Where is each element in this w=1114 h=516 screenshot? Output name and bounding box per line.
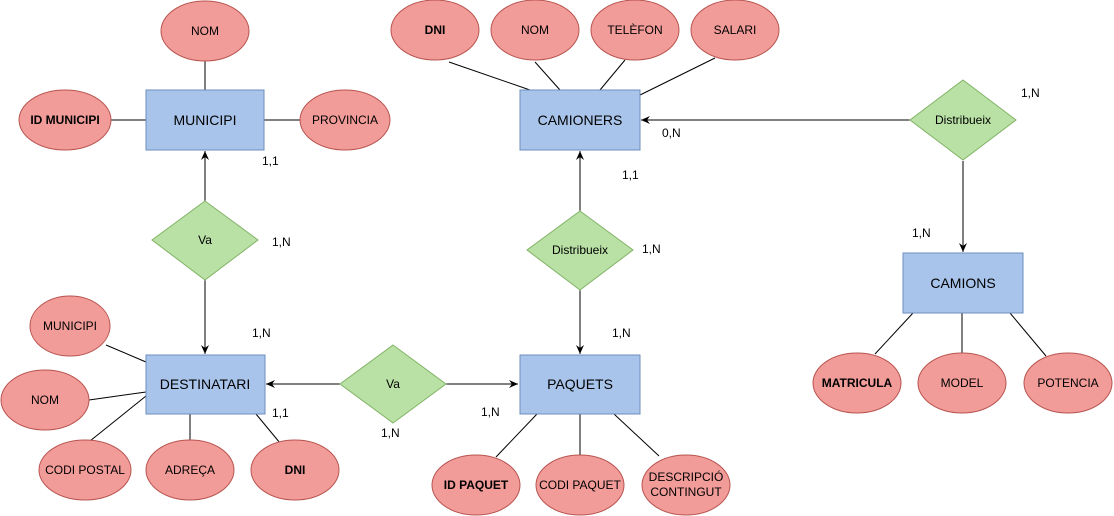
attribute-camioners-dni: DNI [390,0,480,61]
connector-destinatari-nom [88,391,147,401]
attribute-label: SALARI [714,23,757,37]
cardinality-va-municipi: 1,N [272,235,291,249]
connector-paquets-id [495,413,538,458]
attribute-label: NOM [31,393,59,407]
attribute-municipi-id: ID MUNICIPI [18,89,112,151]
entity-label: MUNICIPI [174,112,237,128]
connector-camions-matricula [874,312,914,355]
cardinality-distribueix-paquets: 1,N [642,242,661,256]
attribute-label: DNI [425,23,446,37]
entity-label: CAMIONERS [538,112,623,128]
attribute-municipi-nom: NOM [160,0,250,62]
attribute-camioners-salari: SALARI [690,0,780,61]
cardinality-distribueix-camions: 1,N [1021,86,1040,100]
attribute-label: CODI POSTAL [45,463,125,477]
attribute-label: TELÈFON [607,22,662,37]
relation-label: Distribueix [552,243,608,257]
attribute-label-line-2: CONTINGUT [650,485,722,499]
attribute-label-line-1: DESCRIPCIÓ [649,469,724,484]
attribute-camioners-telefon: TELÈFON [590,0,680,61]
entity-destinatari: DESTINATARI [145,354,266,415]
relation-distribueix-camions: Distribueix [909,79,1017,161]
connector-camioners-salari [635,57,716,98]
entity-paquets: PAQUETS [519,354,641,415]
attribute-destinatari-dni: DNI [250,439,340,501]
cardinality-destinatari-top: 1,N [252,326,271,340]
attribute-label: MODEL [941,376,984,390]
entity-label: DESTINATARI [160,376,251,392]
connector-destinatari-dni [255,413,281,444]
cardinality-camioners-right: 0,N [662,126,681,140]
attribute-label: NOM [521,23,549,37]
relation-distribueix-paquets: Distribueix [526,210,634,291]
attribute-destinatari-adreca: ADREÇA [145,439,235,501]
relation-label: Va [386,377,400,391]
relation-label: Va [198,233,212,247]
attribute-label: DNI [285,463,306,477]
connector-camions-potencia [1009,312,1047,357]
attribute-label: NOM [191,24,219,38]
attribute-label: ADREÇA [165,463,215,477]
attribute-destinatari-nom: NOM [0,369,90,431]
relation-label: Distribueix [935,113,991,127]
connector-paquets-descripcio [613,413,660,457]
relation-va-paquets: Va [339,344,447,424]
cardinality-paquets-left: 1,N [481,405,500,419]
attribute-label: CODI PAQUET [539,478,621,492]
attribute-label: PROVINCIA [312,113,378,127]
attribute-camioners-nom: NOM [490,0,580,61]
relationship-edges [201,116,967,388]
attribute-camions-matricula: MATRICULA [812,352,902,414]
attribute-destinatari-municipi: MUNICIPI [29,295,111,357]
relation-va-municipi: Va [151,200,259,281]
attribute-label: ID PAQUET [444,478,509,492]
connector-destinatari-municipi [105,344,147,363]
attribute-label: POTENCIA [1037,376,1098,390]
cardinality-va-paquets: 1,N [381,426,400,440]
entity-municipi: MUNICIPI [145,89,265,151]
entity-label: CAMIONS [930,275,995,291]
cardinality-municipi-side: 1,1 [262,154,279,168]
cardinality-destinatari-right: 1,1 [272,406,289,420]
entity-label: PAQUETS [547,376,613,392]
attribute-camions-potencia: POTENCIA [1023,352,1113,414]
attribute-paquets-descripcio: DESCRIPCIÓ CONTINGUT [641,454,731,516]
cardinalities: 1,1 1,N 1,N 1,1 1,N 1,N 1,N 1,N 1,1 0,N … [252,86,1040,440]
attribute-camions-model: MODEL [917,352,1007,414]
connector-destinatari-codi-postal [89,395,147,442]
cardinality-paquets-top: 1,N [612,326,631,340]
connector-camioners-dni [448,61,531,91]
attribute-label: MATRICULA [822,376,893,390]
connector-camioners-nom [534,61,561,91]
attribute-paquets-id: ID PAQUET [431,454,521,516]
entities: MUNICIPI CAMIONERS CAMIONS DESTINATARI P… [145,89,1024,415]
cardinality-camioners-bottom: 1,1 [622,168,639,182]
relationships: Va Distribueix Distribueix Va [151,79,1017,424]
attribute-paquets-codi: CODI PAQUET [535,454,625,516]
entity-camions: CAMIONS [902,252,1024,314]
cardinality-camions-top: 1,N [912,226,931,240]
connector-camioners-telefon [599,59,626,91]
attribute-label: MUNICIPI [43,319,97,333]
attribute-connectors [88,57,1047,458]
attribute-municipi-provincia: PROVINCIA [299,89,391,151]
entity-camioners: CAMIONERS [519,89,641,151]
attribute-destinatari-codi-postal: CODI POSTAL [38,439,132,501]
attribute-label: ID MUNICIPI [30,113,99,127]
